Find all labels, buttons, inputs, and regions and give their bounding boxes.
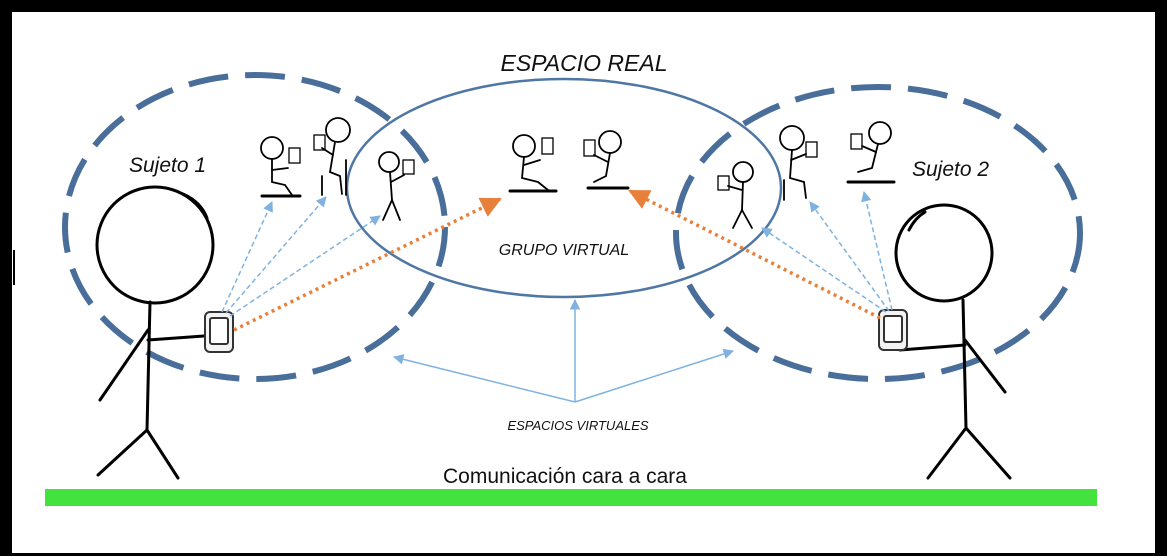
subject-2-space-ellipse	[673, 84, 1083, 382]
phone-icon	[204, 311, 234, 353]
small-figure-icon	[846, 121, 896, 184]
small-figure-icon	[260, 136, 302, 198]
small-figure-icon	[378, 151, 415, 221]
group-link-arrow-right	[628, 189, 881, 320]
subject-2-label: Sujeto 2	[912, 158, 989, 181]
small-figure-icon	[583, 130, 630, 190]
virtual-group-ellipse	[345, 77, 783, 299]
small-figure-icon	[779, 125, 818, 201]
group-link-arrow-left	[233, 197, 502, 332]
phone-icon	[878, 309, 908, 351]
subject-1-figure	[95, 185, 220, 480]
subject-2-figure	[894, 203, 1012, 480]
face-to-face-label: Comunicación cara a cara	[443, 465, 687, 488]
diagram-title: ESPACIO REAL	[500, 50, 667, 76]
virtual-spaces-arrows	[392, 298, 734, 403]
virtual-group-label: GRUPO VIRTUAL	[499, 242, 629, 259]
virtual-link-arrows-left	[221, 196, 381, 317]
small-figure-icon	[313, 117, 351, 196]
subject-1-space-ellipse	[62, 72, 448, 382]
virtual-spaces-label: ESPACIOS VIRTUALES	[507, 418, 648, 433]
small-figure-icon	[717, 161, 754, 229]
ground-bar	[45, 489, 1097, 506]
virtual-link-arrows-right	[761, 190, 893, 313]
subject-1-label: Sujeto 1	[129, 154, 206, 177]
small-figure-icon	[508, 134, 558, 193]
